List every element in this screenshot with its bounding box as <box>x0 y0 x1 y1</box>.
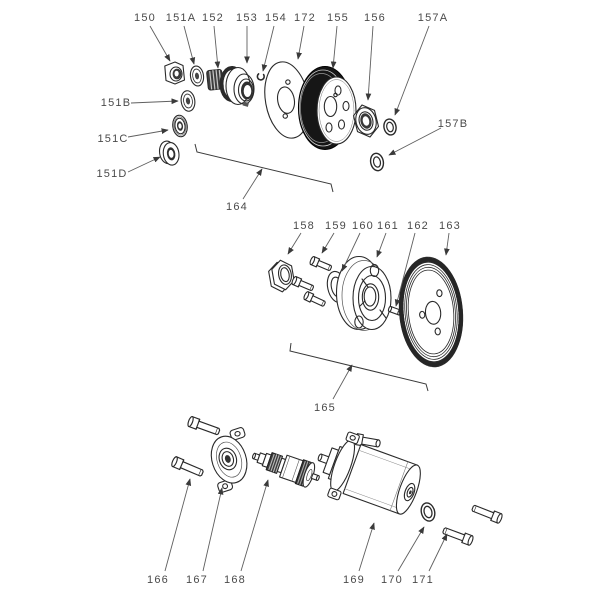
part-161-clutch-carrier <box>335 255 392 331</box>
callout-label-166: 166 <box>147 574 169 586</box>
part-154-circlip <box>256 73 265 81</box>
part-151C-bearing <box>172 114 188 138</box>
part-157B-o-ring <box>369 152 385 172</box>
bracket-165 <box>289 342 429 392</box>
leader-line-166 <box>164 478 192 572</box>
leader-line-154 <box>261 25 275 72</box>
assembly-brackets <box>194 143 429 392</box>
leader-line-167 <box>202 487 224 572</box>
callout-label-168: 168 <box>224 574 246 586</box>
callout-label-165: 165 <box>314 402 336 414</box>
leader-line-161 <box>376 232 387 258</box>
callout-label-154: 154 <box>265 12 287 24</box>
part-155-pulley-drum <box>297 65 357 151</box>
leader-line-169 <box>358 522 375 572</box>
callout-label-150: 150 <box>134 12 156 24</box>
leader-line-159 <box>321 232 335 254</box>
leader-line-151D <box>127 156 161 173</box>
leader-line-165 <box>332 364 353 400</box>
leader-line-151B <box>130 98 179 105</box>
callout-label-156: 156 <box>364 12 386 24</box>
part-156-flange-nut <box>352 104 380 138</box>
part-151A-washer <box>189 65 205 87</box>
part-163-starter-ring-gear <box>398 256 464 368</box>
part-157A-o-ring <box>383 118 397 136</box>
callout-label-160: 160 <box>352 220 374 232</box>
leader-line-162 <box>394 232 416 307</box>
leader-line-158 <box>287 232 302 255</box>
callout-label-153: 153 <box>236 12 258 24</box>
part-169-starter-motor <box>317 431 421 515</box>
callout-label-157B: 157B <box>437 118 469 130</box>
leader-line-160 <box>341 232 361 272</box>
part-151B-washer <box>180 90 196 112</box>
leader-line-155 <box>330 25 338 69</box>
part-167-mount-bracket <box>210 427 248 493</box>
leader-line-150 <box>149 25 171 62</box>
callout-label-163: 163 <box>439 220 461 232</box>
callout-label-157A: 157A <box>417 12 449 24</box>
part-153-one-way-clutch-hub <box>219 66 255 107</box>
part-159-bolts <box>290 255 334 309</box>
part-150-hex-nut <box>164 61 186 85</box>
part-170-o-ring <box>420 502 436 522</box>
callout-label-167: 167 <box>186 574 208 586</box>
leader-line-157A <box>394 25 430 116</box>
callout-label-162: 162 <box>407 220 429 232</box>
leader-line-170 <box>397 526 425 572</box>
leader-line-152 <box>213 25 221 69</box>
leader-line-168 <box>240 479 269 572</box>
callout-label-159: 159 <box>325 220 347 232</box>
callout-label-151A: 151A <box>165 12 197 24</box>
callout-label-151C: 151C <box>97 133 129 145</box>
leader-line-171 <box>428 533 448 572</box>
callout-leader-lines <box>127 25 450 572</box>
part-168-starter-drive-gear <box>251 452 320 488</box>
callout-label-151B: 151B <box>100 97 132 109</box>
callout-label-151D: 151D <box>96 168 128 180</box>
callout-label-169: 169 <box>343 574 365 586</box>
bracket-164 <box>194 143 334 193</box>
callout-label-161: 161 <box>377 220 399 232</box>
leader-line-151C <box>127 128 169 138</box>
leader-line-157B <box>388 127 442 156</box>
part-151D-oil-seal <box>158 140 180 166</box>
callout-label-155: 155 <box>327 12 349 24</box>
callout-label-172: 172 <box>294 12 316 24</box>
part-171-bolts <box>441 502 504 547</box>
callout-label-152: 152 <box>202 12 224 24</box>
callout-label-170: 170 <box>381 574 403 586</box>
part-158-flange-nut <box>268 259 295 293</box>
leader-line-163 <box>444 232 450 256</box>
leader-line-172 <box>296 25 305 60</box>
callout-label-164: 164 <box>226 201 248 213</box>
leader-line-151A <box>183 25 196 65</box>
leader-line-164 <box>242 168 263 200</box>
callout-label-158: 158 <box>293 220 315 232</box>
callout-label-171: 171 <box>412 574 434 586</box>
leader-line-156 <box>365 25 374 101</box>
